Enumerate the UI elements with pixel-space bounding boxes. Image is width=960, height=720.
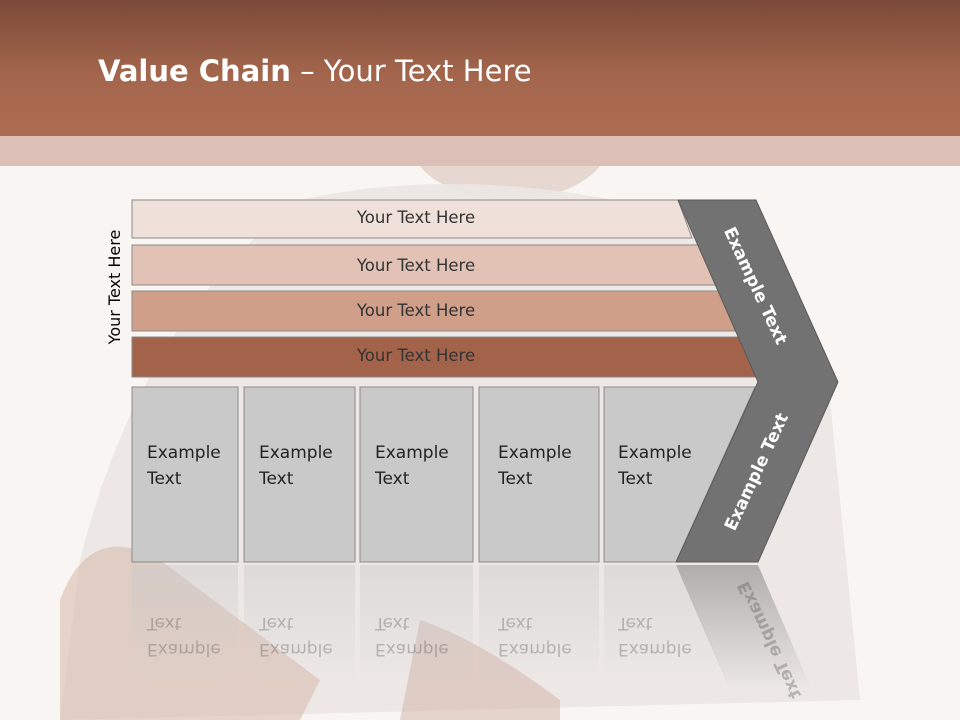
page-title: Value Chain – Your Text Here	[98, 54, 532, 94]
bar-1	[131, 199, 693, 239]
box-4	[478, 386, 600, 563]
bar-label-1: Your Text Here	[356, 208, 476, 227]
chevron-arrow	[675, 199, 839, 563]
box-reflection	[244, 565, 355, 685]
bar-label-2: Your Text Here	[356, 256, 476, 275]
header-bar	[0, 0, 960, 136]
box-2	[243, 386, 356, 563]
chevron-reflection	[676, 565, 812, 690]
box-3	[359, 386, 474, 563]
bar-label-4: Your Text Here	[356, 346, 476, 365]
header-band	[0, 136, 960, 166]
title-rest: – Your Text Here	[290, 54, 532, 88]
title-bold: Value Chain	[98, 54, 291, 88]
bar-label-3: Your Text Here	[356, 301, 476, 320]
box-reflection	[479, 565, 599, 685]
box-reflection	[604, 565, 730, 685]
box-reflection	[360, 565, 473, 685]
box-1	[131, 386, 239, 563]
box-reflection	[132, 565, 238, 685]
side-label: Your Text Here	[105, 229, 124, 345]
